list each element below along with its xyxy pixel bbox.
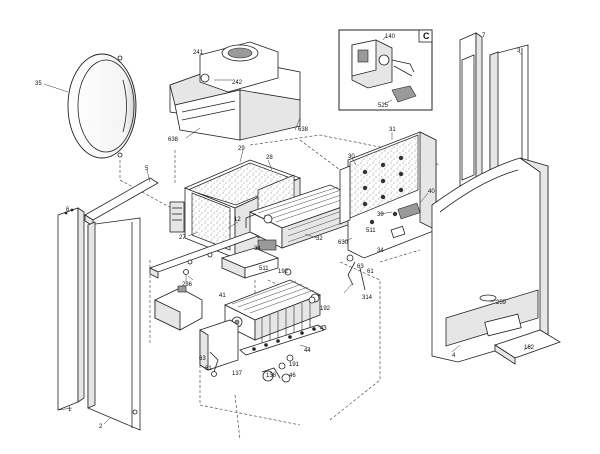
part-label-3: 3 bbox=[517, 48, 521, 54]
side-panel-2 bbox=[87, 217, 141, 431]
part-label-63-left: 63 bbox=[199, 356, 206, 362]
flue-hood bbox=[169, 41, 301, 141]
part-label-259: 259 bbox=[496, 300, 507, 306]
part-label-6: 6 bbox=[66, 207, 70, 213]
leader-lines bbox=[43, 51, 533, 425]
burner-cover-plate bbox=[220, 247, 280, 279]
part-label-27: 27 bbox=[179, 235, 186, 241]
part-label-638-right: 638 bbox=[298, 127, 309, 133]
part-label-137: 137 bbox=[232, 371, 243, 377]
rear-panel bbox=[339, 131, 437, 259]
part-label-1: 1 bbox=[68, 407, 72, 413]
part-label-29: 29 bbox=[238, 146, 245, 152]
inset-gas-valve-panel bbox=[338, 29, 433, 111]
part-label-242: 242 bbox=[232, 80, 243, 86]
part-label-192-upper: 192 bbox=[278, 269, 289, 275]
part-label-46: 46 bbox=[289, 373, 296, 379]
part-label-35: 35 bbox=[35, 81, 42, 87]
part-label-140: 140 bbox=[385, 34, 396, 40]
part-label-525: 525 bbox=[378, 103, 389, 109]
part-label-40: 40 bbox=[428, 189, 435, 195]
part-label-41: 41 bbox=[219, 293, 226, 299]
part-label-638-left: 638 bbox=[168, 137, 179, 143]
part-label-34-left: 34 bbox=[254, 246, 261, 252]
part-label-7: 7 bbox=[482, 33, 486, 39]
side-panel-1 bbox=[57, 207, 85, 411]
burner-support-rail bbox=[148, 231, 260, 282]
part-label-44: 44 bbox=[304, 348, 311, 354]
part-label-511-right: 511 bbox=[366, 228, 376, 234]
part-label-43: 43 bbox=[320, 326, 327, 332]
part-label-162: 162 bbox=[524, 345, 535, 351]
part-label-28: 28 bbox=[266, 155, 273, 161]
part-label-314: 314 bbox=[362, 295, 373, 301]
part-label-63-right: 63 bbox=[357, 264, 364, 270]
part-label-241: 241 bbox=[193, 50, 204, 56]
part-label-192-lower: 192 bbox=[320, 306, 331, 312]
part-label-511-left: 511 bbox=[259, 266, 269, 272]
part-labels: C 140 525 35 241 242 638 638 5 29 28 31 … bbox=[35, 31, 535, 430]
part-label-61-left: 61 bbox=[205, 366, 212, 372]
part-label-630: 630 bbox=[338, 240, 349, 246]
part-label-4: 4 bbox=[452, 353, 456, 359]
part-label-286: 286 bbox=[182, 282, 193, 288]
front-casing bbox=[431, 157, 549, 363]
gas-manifold bbox=[199, 319, 326, 371]
part-label-138: 138 bbox=[266, 373, 277, 379]
part-label-61-right: 61 bbox=[367, 269, 374, 275]
expansion-vessel bbox=[67, 53, 137, 159]
part-label-12: 12 bbox=[234, 217, 241, 223]
part-label-39: 39 bbox=[377, 212, 384, 218]
burner-side-bracket bbox=[154, 285, 203, 331]
side-rail-5 bbox=[84, 177, 159, 227]
part-label-34-right: 34 bbox=[377, 248, 384, 254]
electrodes-and-fittings bbox=[209, 254, 366, 383]
part-label-30: 30 bbox=[348, 154, 355, 160]
part-label-5: 5 bbox=[145, 166, 149, 172]
bottom-cover bbox=[494, 329, 561, 365]
part-label-191: 191 bbox=[289, 362, 300, 368]
inset-letter: C bbox=[423, 31, 430, 41]
part-label-32: 32 bbox=[316, 236, 323, 242]
part-label-31: 31 bbox=[389, 127, 396, 133]
part-label-2: 2 bbox=[99, 424, 103, 430]
inset-letter-box bbox=[418, 29, 433, 43]
burner-assembly bbox=[224, 279, 321, 345]
